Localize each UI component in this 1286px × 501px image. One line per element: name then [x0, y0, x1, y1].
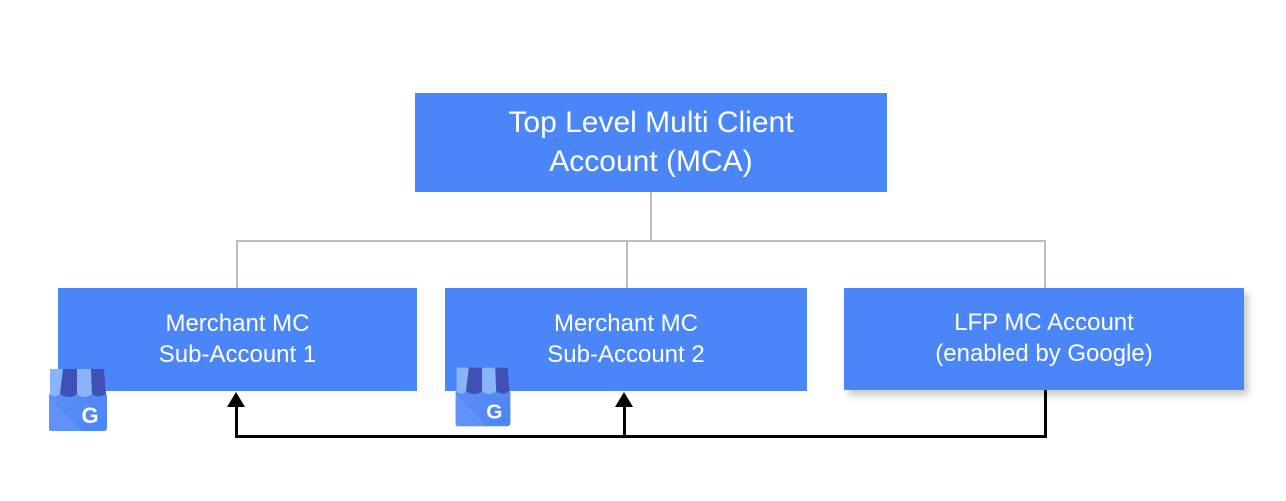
connector-drop-lfp: [1044, 240, 1046, 290]
connector-drop-sub1: [236, 240, 238, 290]
connector-drop-sub2: [626, 240, 628, 290]
node-lfp-mc-account[interactable]: LFP MC Account (enabled by Google): [844, 288, 1244, 390]
svg-text:G: G: [486, 401, 502, 424]
node-lfp-mc-account-label: LFP MC Account (enabled by Google): [935, 309, 1153, 367]
connector-horizontal-bus: [236, 240, 1046, 242]
feedback-line-to-sub1: [235, 404, 238, 438]
arrowhead-to-sub2: [615, 392, 633, 407]
arrowhead-to-sub1: [227, 392, 245, 407]
feedback-horizontal-line: [235, 435, 1047, 438]
node-merchant-sub-account-1[interactable]: Merchant MC Sub-Account 1: [58, 288, 417, 391]
feedback-line-to-sub2: [623, 404, 626, 438]
node-merchant-sub-account-1-label: Merchant MC Sub-Account 1: [158, 309, 317, 368]
feedback-line-from-lfp: [1044, 389, 1047, 438]
node-merchant-sub-account-2-label: Merchant MC Sub-Account 2: [547, 309, 705, 368]
google-my-business-icon: G: [455, 367, 511, 427]
node-top-level-mca-label: Top Level Multi Client Account (MCA): [508, 106, 794, 178]
svg-text:G: G: [81, 403, 98, 428]
connector-top-trunk: [650, 192, 652, 242]
node-top-level-mca[interactable]: Top Level Multi Client Account (MCA): [415, 93, 887, 192]
google-my-business-icon: G: [49, 369, 107, 431]
